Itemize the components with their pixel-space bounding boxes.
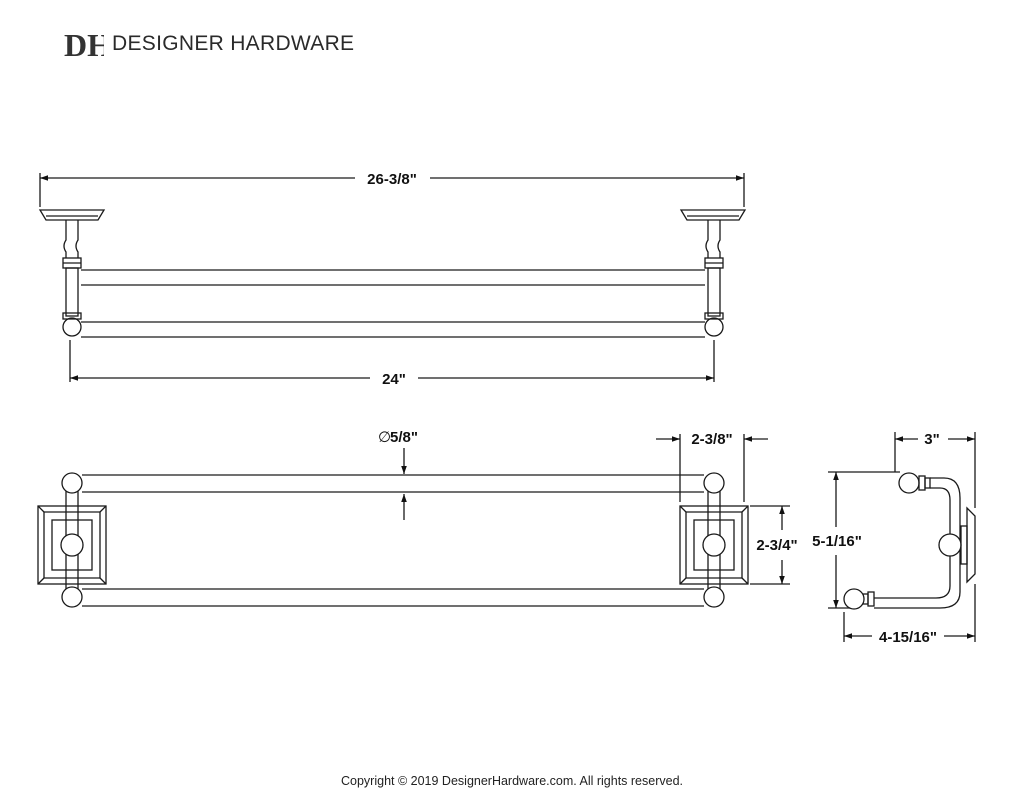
brand-header: DH DESIGNER HARDWARE [62,26,354,62]
dim-side-depth: 4-15/16" [879,629,937,646]
side-view [828,432,976,642]
top-view [37,434,790,608]
front-view [38,173,747,382]
dim-side-height: 5-1/16" [812,533,862,550]
dim-top-plate-height: 2-3/4" [756,537,797,554]
dim-front-overall-width: 26-3/8" [367,171,417,188]
brand-logo-text: DH [64,27,104,61]
diameter-icon: ∅ [378,428,391,446]
brand-name: DESIGNER HARDWARE [112,32,355,55]
dim-front-bar-length: 24" [382,371,406,388]
dim-top-bar-diameter: 5/8" [390,429,418,446]
dim-side-projection: 3" [924,431,939,448]
copyright-footer: Copyright © 2019 DesignerHardware.com. A… [341,774,683,788]
dimension-labels: 26-3/8" 24" ∅ 5/8" 2-3/8" 2-3/4" 3" 5-1/… [367,171,940,646]
dim-top-plate-offset: 2-3/8" [691,431,732,448]
brand-logo-icon: DH [64,27,104,61]
